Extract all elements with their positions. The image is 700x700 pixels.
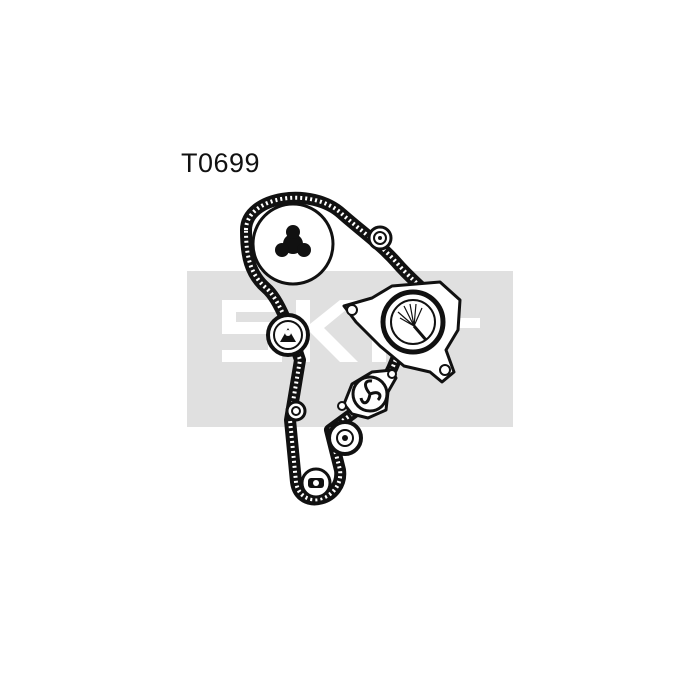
guide-roller-left [285, 400, 307, 422]
watermark-bar [440, 318, 480, 328]
idler-pulley [327, 420, 363, 456]
part-code-label: T0699 [181, 148, 261, 178]
water-pump-pulley [337, 368, 398, 420]
guide-roller-top [367, 225, 393, 251]
belt-tensioner [266, 313, 310, 357]
camshaft-sprocket [251, 202, 335, 286]
watermark-letter-s [222, 300, 282, 362]
belt-teeth [244, 195, 428, 502]
crankshaft-sprocket [300, 467, 332, 499]
watermark-letter-k [296, 300, 358, 362]
injection-pump-sprocket [342, 280, 462, 384]
